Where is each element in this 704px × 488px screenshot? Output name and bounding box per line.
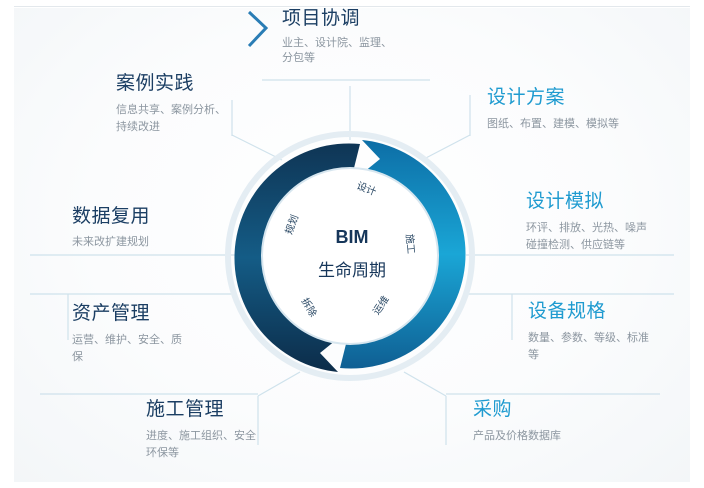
node-desc: 图纸、布置、建模、模拟等: [487, 117, 619, 130]
node-desc: 产品及价格数据库: [473, 429, 561, 442]
line-proc: [403, 371, 447, 397]
node-title: 案例实践: [116, 72, 195, 94]
node-desc: 进度、施工组织、安全环保等: [146, 429, 256, 459]
node-asset-management: 资产管理 运营、维护、安全、质保: [72, 302, 182, 365]
ring-right-arc: [340, 140, 466, 369]
node-desc: 未来改扩建规划: [72, 235, 149, 248]
node-desc: 信息共享、案例分析、持续改进: [116, 103, 226, 133]
center-subtitle: 生命周期: [318, 261, 386, 281]
center-title: BIM: [335, 227, 369, 247]
node-title: 设计方案: [487, 86, 566, 108]
ring-label-construction: 施工: [403, 233, 416, 255]
line-case: [231, 134, 283, 161]
node-title: 资产管理: [72, 302, 151, 324]
chevron-icon: [247, 10, 269, 48]
node-design-scheme: 设计方案 图纸、布置、建模、模拟等: [487, 86, 637, 132]
node-desc: 业主、设计院、监理、分包等: [282, 36, 392, 64]
node-title: 采购: [473, 398, 513, 420]
node-project-coordination: 项目协调 业主、设计院、监理、分包等: [282, 7, 397, 65]
node-equipment-specs: 设备规格 数量、参数、等级、标准等: [528, 300, 656, 363]
top-divider: [14, 6, 690, 7]
ring-inner: [261, 167, 439, 345]
node-title: 施工管理: [146, 398, 225, 420]
node-title: 项目协调: [282, 7, 361, 29]
node-desc: 环评、排放、光热、噪声碰撞检测、供应链等: [526, 221, 647, 251]
node-construction-management: 施工管理 进度、施工组织、安全环保等: [146, 398, 261, 461]
node-title: 设计模拟: [526, 190, 605, 212]
ring-halo: [225, 131, 475, 381]
node-procurement: 采购 产品及价格数据库: [473, 398, 623, 444]
node-design-simulation: 设计模拟 环评、排放、光热、噪声碰撞检测、供应链等: [526, 190, 654, 253]
node-title: 数据复用: [72, 205, 151, 227]
lifecycle-center: BIM 生命周期: [296, 226, 408, 282]
line-cons: [257, 371, 301, 397]
node-desc: 运营、维护、安全、质保: [72, 333, 182, 363]
node-title: 设备规格: [528, 300, 607, 322]
ring-left-arc: [234, 143, 360, 372]
line-scheme: [421, 134, 471, 161]
node-desc: 数量、参数、等级、标准等: [528, 331, 649, 361]
node-data-reuse: 数据复用 未来改扩建规划: [72, 205, 202, 250]
node-case-practice: 案例实践 信息共享、案例分析、持续改进: [116, 72, 234, 135]
